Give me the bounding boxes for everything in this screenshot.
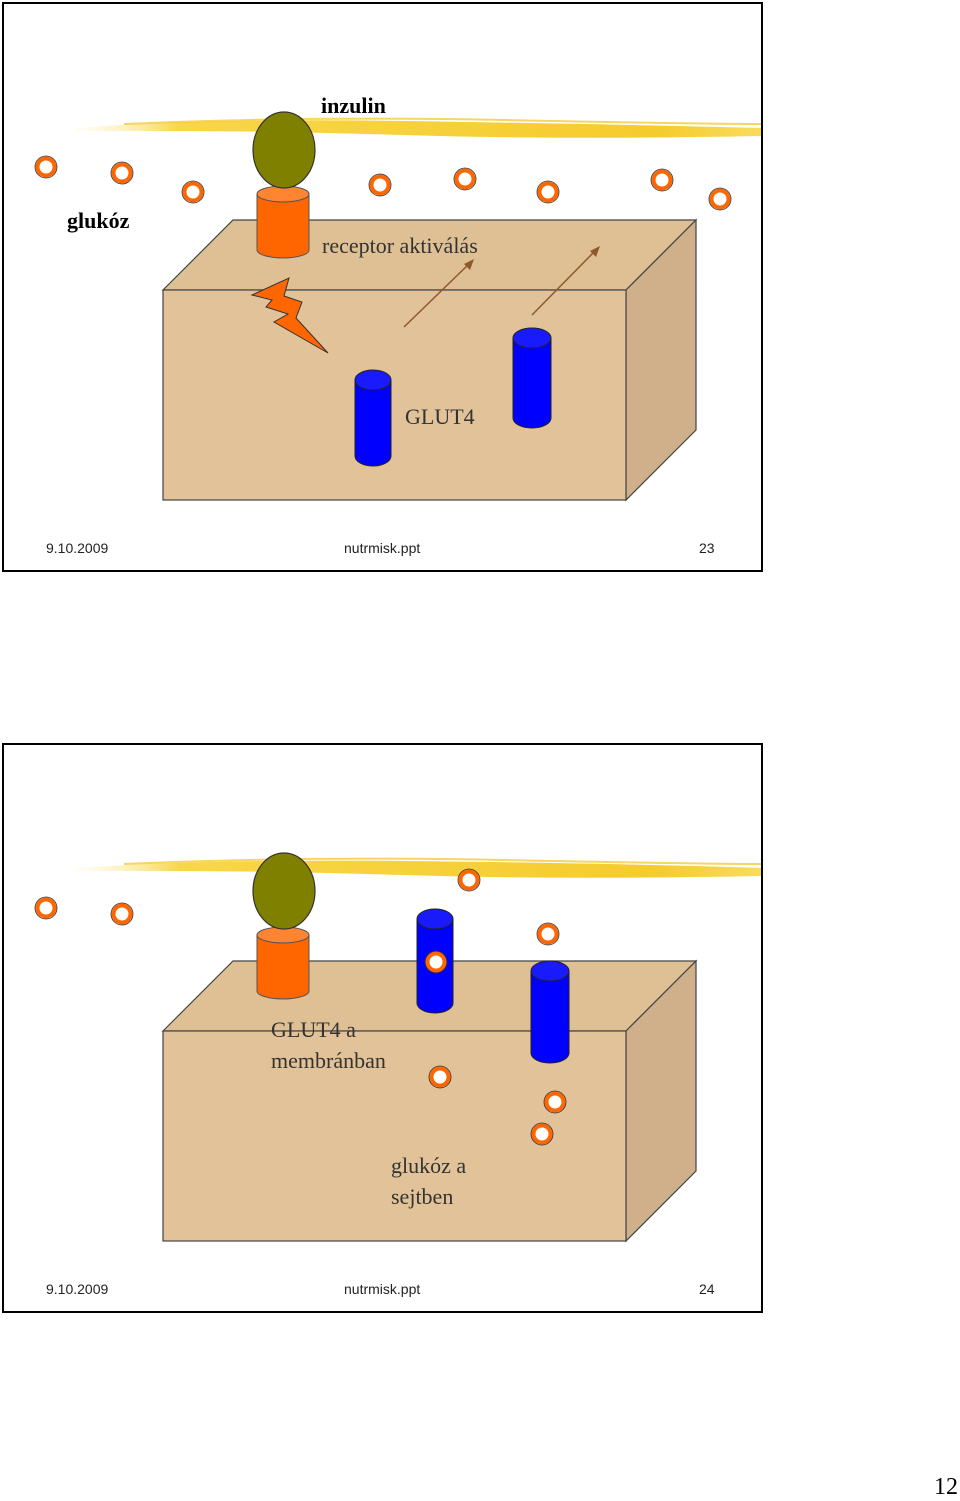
glucose-in-cell-label-line2: sejtben <box>391 1184 454 1209</box>
glucose-molecule-outline <box>34 155 58 179</box>
glucose-in-cell-label-line1: glukóz a <box>391 1153 467 1178</box>
glut4-transporter <box>530 960 570 1064</box>
slide-24-diagram <box>34 852 761 1243</box>
glucose-molecule-outline <box>650 168 674 192</box>
footer-slide-number: 24 <box>699 1281 715 1297</box>
glucose-molecule-outline <box>536 180 560 204</box>
glucose-label: glukóz <box>67 208 130 233</box>
footer-filename: nutrmisk.ppt <box>344 540 421 556</box>
glucose-molecule-icon <box>651 169 673 191</box>
glut4-label: GLUT4 <box>405 404 475 429</box>
page-number: 12 <box>934 1474 958 1500</box>
receptor-activation-label: receptor aktiválás <box>322 233 478 258</box>
glucose-molecule-outline <box>181 180 205 204</box>
insulin-molecule <box>252 852 316 930</box>
glucose-molecule-icon <box>454 168 476 190</box>
glut4-membrane-label-line2: membránban <box>271 1048 386 1073</box>
glucose-molecule-icon <box>369 174 391 196</box>
glut4-transporter <box>512 327 552 429</box>
cell-front-face <box>162 289 627 501</box>
footer-date: 9.10.2009 <box>46 1281 109 1297</box>
receptor-body <box>256 934 310 1000</box>
glucose-molecule-icon <box>537 181 559 203</box>
insulin-label: inzulin <box>321 93 386 118</box>
glucose-molecule-outline <box>536 922 560 946</box>
glucose-molecule-icon <box>182 181 204 203</box>
glucose-molecule-outline <box>543 1090 567 1114</box>
glucose-molecule-icon <box>35 897 57 919</box>
lightning-bolt-icon <box>250 277 329 354</box>
glucose-molecule-icon <box>544 1091 566 1113</box>
glucose-molecule-outline <box>368 173 392 197</box>
glucose-molecule-outline <box>708 187 732 211</box>
glucose-molecule-outline <box>424 950 448 974</box>
glucose-molecule-outline <box>110 902 134 926</box>
glucose-molecule-icon <box>429 1066 451 1088</box>
footer-slide-number: 23 <box>699 540 715 556</box>
glucose-molecule-icon <box>531 1123 553 1145</box>
glucose-molecule-icon <box>537 923 559 945</box>
footer-date: 9.10.2009 <box>46 540 109 556</box>
glut4-membrane-label-line1: GLUT4 a <box>271 1017 356 1042</box>
glucose-molecule-outline <box>34 896 58 920</box>
glucose-molecule-outline <box>457 868 481 892</box>
insulin-molecule <box>252 111 316 189</box>
insulin-receptor <box>252 111 316 259</box>
glucose-molecule-icon <box>111 162 133 184</box>
footer-filename: nutrmisk.ppt <box>344 1281 421 1297</box>
insulin-receptor <box>252 852 316 1000</box>
glucose-molecule-icon <box>35 156 57 178</box>
glucose-molecule-outline <box>428 1065 452 1089</box>
glut4-transporter <box>354 369 392 467</box>
slide-23: inzulin glukóz receptor aktiválás GLUT4 … <box>2 2 763 572</box>
glucose-molecule-outline <box>453 167 477 191</box>
receptor-body <box>256 193 310 259</box>
cell-box <box>161 218 698 502</box>
glucose-molecule-icon <box>709 188 731 210</box>
glucose-molecules <box>34 155 732 211</box>
glucose-molecule-outline <box>530 1122 554 1146</box>
slide-24: GLUT4 a membránban glukóz a sejtben 9.10… <box>2 743 763 1313</box>
glucose-molecules <box>34 868 567 1146</box>
slide-23-diagram <box>34 111 761 502</box>
glucose-molecule-outline <box>110 161 134 185</box>
glucose-molecule-icon <box>111 903 133 925</box>
insulin-streak <box>76 117 761 138</box>
activation-arrows <box>403 246 600 328</box>
glucose-molecule-icon <box>425 951 447 973</box>
insulin-streak <box>76 857 761 878</box>
glucose-molecule-icon <box>458 869 480 891</box>
